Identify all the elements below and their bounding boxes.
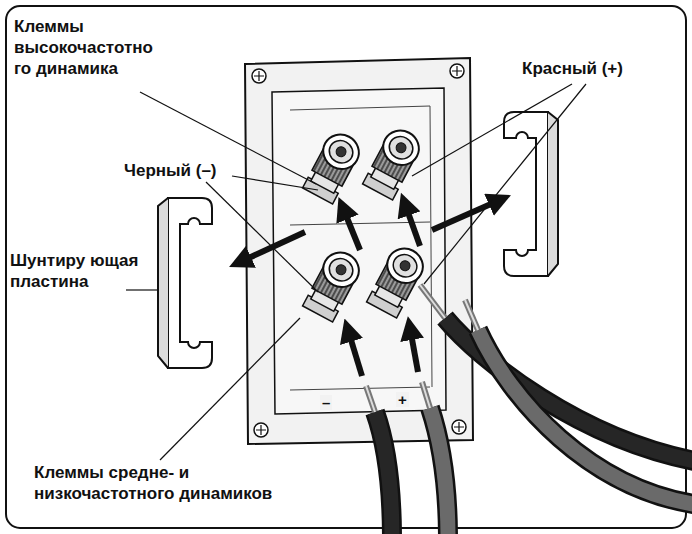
polarity-label: Черный (–) xyxy=(124,160,254,181)
polarity-mark: + xyxy=(396,392,409,407)
terminal-label: Клеммы высокочастотно го динамика xyxy=(14,16,174,79)
polarity-label: Красный (+) xyxy=(522,58,672,79)
polarity-mark: – xyxy=(320,395,332,410)
terminal-label: Клеммы средне- и низкочастотного динамик… xyxy=(34,462,314,504)
part-label: Шунтиру ющая пластина xyxy=(10,250,150,292)
